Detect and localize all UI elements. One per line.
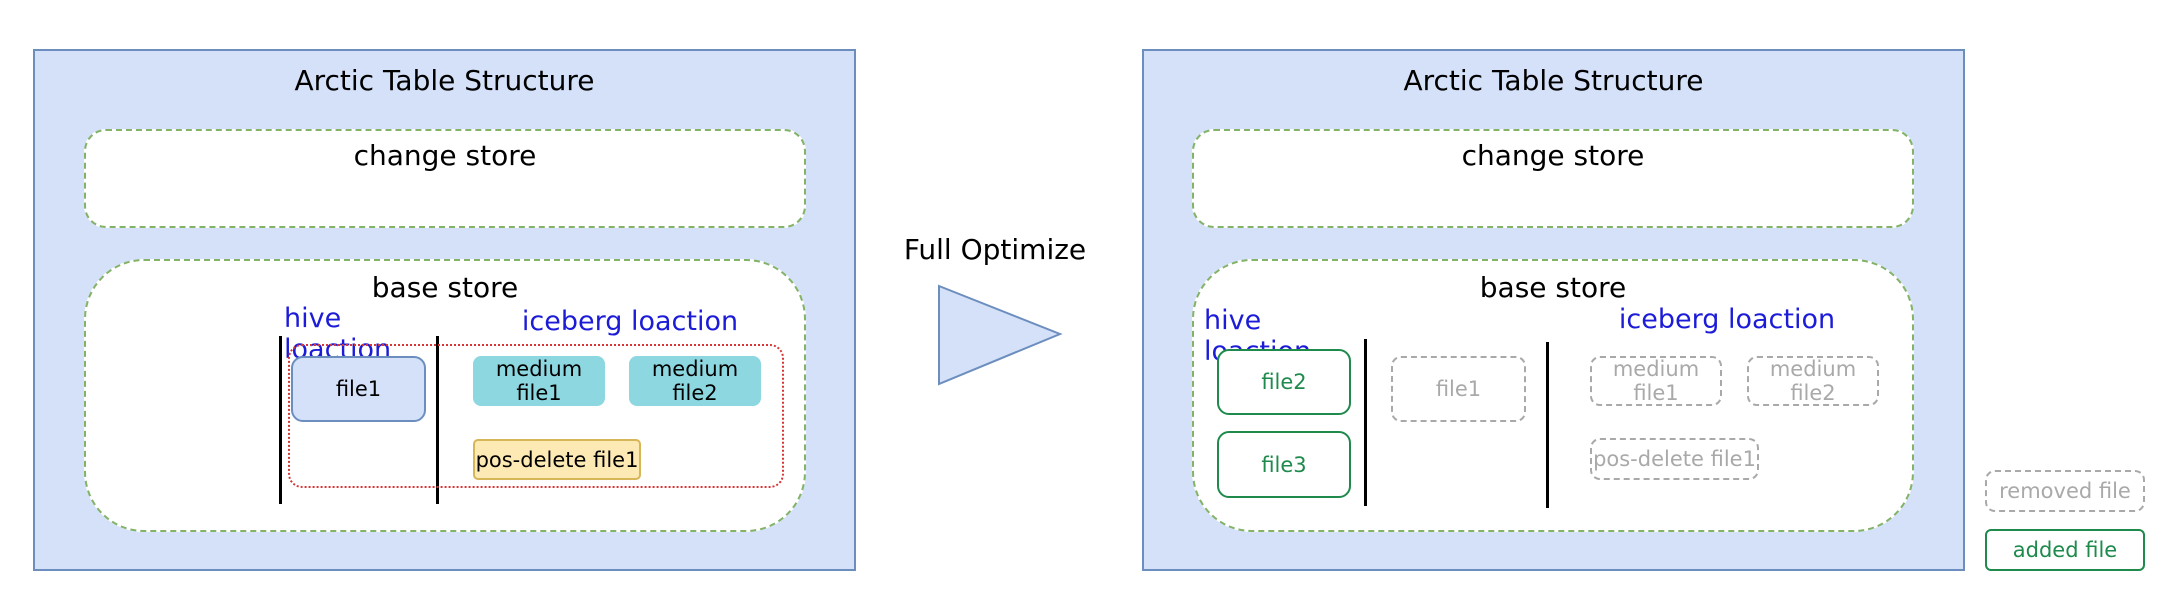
legend-added-file: added file	[1985, 529, 2145, 571]
full-optimize-arrow	[938, 284, 1063, 386]
left-hive-location-label: hive loaction	[284, 303, 392, 365]
left-divider-2	[436, 336, 439, 504]
right-iceberg-location-label: iceberg loaction	[1618, 303, 1836, 335]
right-removed-medium-file1: medium file1	[1590, 356, 1722, 406]
left-change-store-label: change store	[353, 139, 537, 172]
left-base-store-label: base store	[371, 270, 519, 304]
left-medium-file2: medium file2	[629, 356, 761, 406]
left-medium-file1: medium file1	[473, 356, 605, 406]
left-pos-delete-file1: pos-delete file1	[473, 439, 641, 480]
right-hive-location-label: hive loaction	[1204, 305, 1311, 367]
right-change-store-label: change store	[1461, 139, 1645, 172]
left-optimize-group-outline	[288, 344, 784, 488]
right-divider-2	[1546, 342, 1549, 508]
right-change-store: change store	[1192, 129, 1914, 228]
right-removed-medium-file2: medium file2	[1747, 356, 1879, 406]
left-panel-title: Arctic Table Structure	[294, 63, 595, 97]
right-panel-title: Arctic Table Structure	[1403, 63, 1704, 97]
right-base-store-label: base store	[1479, 270, 1627, 304]
right-removed-hive-file1: file1	[1391, 356, 1526, 422]
right-added-file3: file3	[1217, 431, 1351, 498]
right-removed-pos-delete-file1: pos-delete file1	[1590, 438, 1759, 480]
left-divider-1	[279, 336, 282, 504]
right-divider-1	[1364, 339, 1367, 506]
full-optimize-label: Full Optimize	[903, 232, 1087, 266]
legend-removed-file: removed file	[1985, 470, 2145, 512]
left-hive-file1: file1	[291, 356, 426, 422]
right-added-file2: file2	[1217, 349, 1351, 415]
left-change-store: change store	[84, 129, 806, 228]
left-iceberg-location-label: iceberg loaction	[521, 305, 739, 337]
